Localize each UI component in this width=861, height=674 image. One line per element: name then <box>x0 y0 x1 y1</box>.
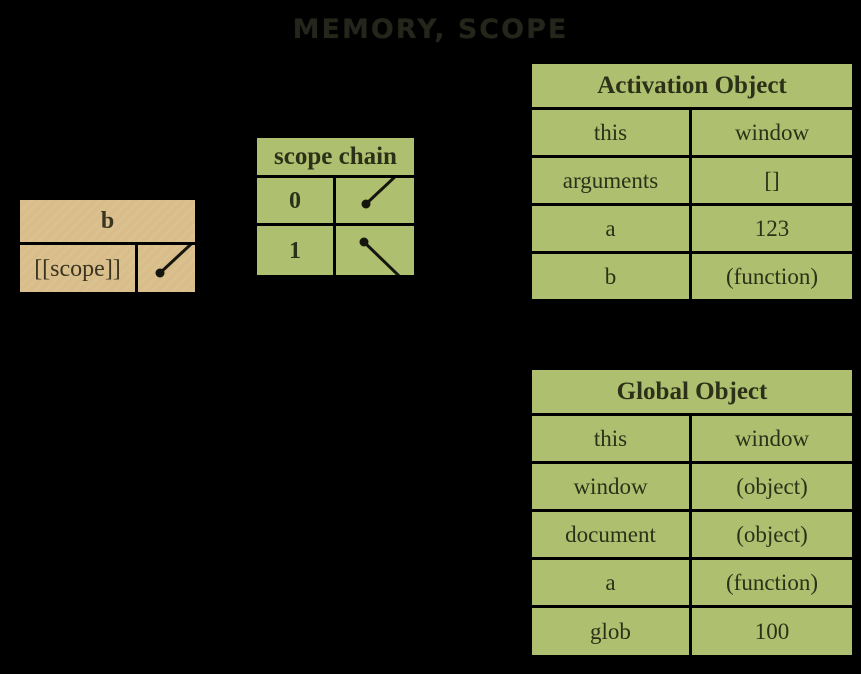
scope-chain-header: scope chain <box>257 138 414 175</box>
global-object-row-0-key: this <box>532 416 689 461</box>
function-b-box: b [[scope]] <box>20 200 195 292</box>
activation-object-row-0-key: this <box>532 110 689 155</box>
scope-chain-row-1-index: 1 <box>257 226 333 275</box>
global-object-row-1-key: window <box>532 464 689 509</box>
activation-object-row-3-value: (function) <box>692 254 852 299</box>
activation-object-header: Activation Object <box>532 64 852 107</box>
global-object-row-4-key: glob <box>532 608 689 655</box>
global-object-row-2-value: (object) <box>692 512 852 557</box>
activation-object-row-2-key: a <box>532 206 689 251</box>
activation-object-row-2-value: 123 <box>692 206 852 251</box>
activation-object-row-3-key: b <box>532 254 689 299</box>
global-object-header: Global Object <box>532 370 852 413</box>
function-b-scope-value <box>138 245 195 292</box>
global-object-table: Global Object this window window (object… <box>532 370 852 658</box>
activation-object-row-1-key: arguments <box>532 158 689 203</box>
global-object-row-4-value: 100 <box>692 608 852 655</box>
scope-chain-row-1-value <box>336 226 414 275</box>
scope-chain-table: scope chain 0 1 <box>257 138 414 275</box>
page-title: MEMORY, SCOPE <box>292 14 569 45</box>
activation-object-row-1-value: [] <box>692 158 852 203</box>
global-object-row-1-value: (object) <box>692 464 852 509</box>
global-object-row-2-key: document <box>532 512 689 557</box>
activation-object-table: Activation Object this window arguments … <box>532 64 852 299</box>
function-b-scope-key: [[scope]] <box>20 245 135 292</box>
global-object-row-0-value: window <box>692 416 852 461</box>
scope-chain-row-0-index: 0 <box>257 178 333 223</box>
scope-chain-row-0-value <box>336 178 414 223</box>
function-b-box-header: b <box>20 200 195 242</box>
global-object-row-3-key: a <box>532 560 689 605</box>
global-object-row-3-value: (function) <box>692 560 852 605</box>
activation-object-row-0-value: window <box>692 110 852 155</box>
